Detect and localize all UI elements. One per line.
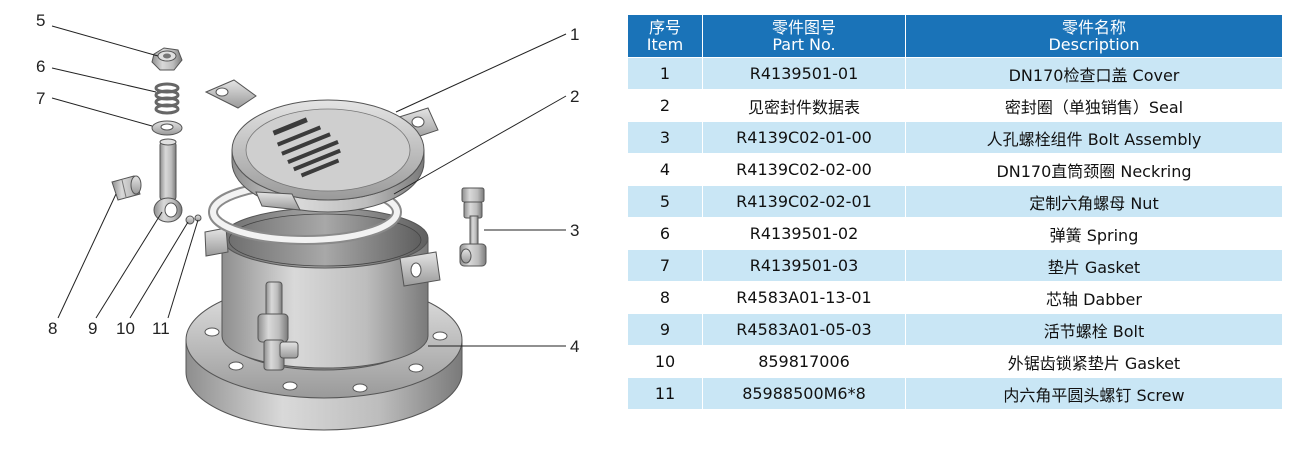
callout-11: 11 <box>152 319 170 338</box>
cell-description: 弹簧 Spring <box>905 217 1283 250</box>
cell-part-no: R4139501-01 <box>702 57 906 90</box>
table-header-row: 序号 Item 零件图号 Part No. 零件名称 Description <box>627 14 1283 58</box>
callout-3: 3 <box>570 221 579 240</box>
cell-description: DN170直筒颈圈 Neckring <box>905 153 1283 186</box>
callout-9: 9 <box>88 319 97 338</box>
cell-item: 6 <box>627 217 703 250</box>
cell-item: 3 <box>627 121 703 154</box>
cell-item: 9 <box>627 313 703 346</box>
cover-plate <box>204 79 439 213</box>
cell-description: DN170检查口盖 Cover <box>905 57 1283 90</box>
cell-item: 11 <box>627 377 703 410</box>
cell-part-no: R4583A01-05-03 <box>702 313 906 346</box>
header-item: 序号 Item <box>627 14 703 58</box>
cell-description: 密封圈（单独销售）Seal <box>905 89 1283 122</box>
cell-item: 2 <box>627 89 703 122</box>
header-description: 零件名称 Description <box>905 14 1283 58</box>
cell-part-no: R4139501-02 <box>702 217 906 250</box>
callout-2: 2 <box>570 87 579 106</box>
parts-list-table: 序号 Item 零件图号 Part No. 零件名称 Description 1… <box>627 14 1283 410</box>
callout-7: 7 <box>36 89 45 108</box>
callout-10: 10 <box>116 319 135 338</box>
cell-part-no: 859817006 <box>702 345 906 378</box>
callout-1: 1 <box>570 25 579 44</box>
callout-8: 8 <box>48 319 57 338</box>
cell-description: 活节螺栓 Bolt <box>905 313 1283 346</box>
cell-part-no: R4139C02-01-00 <box>702 121 906 154</box>
cell-part-no: R4583A01-13-01 <box>702 281 906 314</box>
cell-description: 外锯齿锁紧垫片 Gasket <box>905 345 1283 378</box>
cell-description: 垫片 Gasket <box>905 249 1283 282</box>
cell-item: 4 <box>627 153 703 186</box>
callout-labels: 5 6 7 1 2 3 4 8 9 10 11 <box>36 11 579 356</box>
cell-item: 10 <box>627 345 703 378</box>
hex-nut <box>151 47 183 71</box>
exploded-assembly-drawing: 5 6 7 1 2 3 4 8 9 10 11 <box>36 11 579 431</box>
leader-lines <box>51 25 567 347</box>
dabber <box>111 175 142 201</box>
cell-part-no: 85988500M6*8 <box>702 377 906 410</box>
cell-part-no: 见密封件数据表 <box>702 89 906 122</box>
cell-item: 7 <box>627 249 703 282</box>
cell-part-no: R4139501-03 <box>702 249 906 282</box>
header-part-no: 零件图号 Part No. <box>702 14 906 58</box>
spring <box>154 82 180 115</box>
eye-bolt <box>153 138 183 223</box>
callout-6: 6 <box>36 57 45 76</box>
cell-item: 1 <box>627 57 703 90</box>
cell-item: 8 <box>627 281 703 314</box>
callout-4: 4 <box>570 337 579 356</box>
cell-description: 芯轴 Dabber <box>905 281 1283 314</box>
callout-5: 5 <box>36 11 45 30</box>
washer <box>151 120 183 136</box>
cell-item: 5 <box>627 185 703 218</box>
cell-part-no: R4139C02-02-01 <box>702 185 906 218</box>
cell-description: 内六角平圆头螺钉 Screw <box>905 377 1283 410</box>
cell-description: 定制六角螺母 Nut <box>905 185 1283 218</box>
cell-description: 人孔螺栓组件 Bolt Assembly <box>905 121 1283 154</box>
cell-part-no: R4139C02-02-00 <box>702 153 906 186</box>
bolt-assembly <box>459 187 487 267</box>
